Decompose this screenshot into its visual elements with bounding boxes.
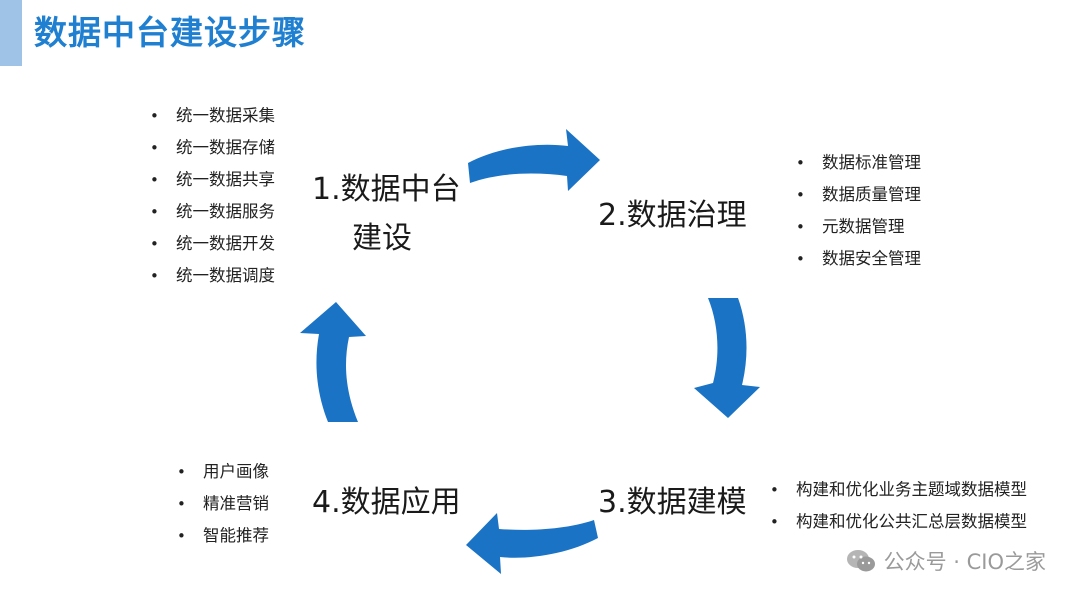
list-item: 数据安全管理 <box>794 243 921 275</box>
page-title: 数据中台建设步骤 <box>34 13 306 52</box>
arrow-step3-to-step4 <box>466 513 598 574</box>
step2-label: 2.数据治理 <box>598 198 747 233</box>
list-item: 元数据管理 <box>794 211 921 243</box>
wechat-icon <box>846 550 875 572</box>
list-item: 统一数据采集 <box>148 100 275 132</box>
list-item: 用户画像 <box>175 456 269 488</box>
step4-bullet-list: 用户画像 精准营销 智能推荐 <box>175 456 269 552</box>
arrow-step1-to-step2 <box>468 129 600 191</box>
list-item: 统一数据存储 <box>148 132 275 164</box>
title-accent-bar <box>0 0 22 66</box>
list-item: 统一数据开发 <box>148 228 275 260</box>
list-item: 构建和优化业务主题域数据模型 <box>768 474 1027 506</box>
step1-bullet-list: 统一数据采集 统一数据存储 统一数据共享 统一数据服务 统一数据开发 统一数据调… <box>148 100 275 292</box>
list-item: 精准营销 <box>175 488 269 520</box>
arrow-step4-to-step1 <box>300 302 366 422</box>
list-item: 数据标准管理 <box>794 147 921 179</box>
step4-label: 4.数据应用 <box>312 485 461 520</box>
step2-bullet-list: 数据标准管理 数据质量管理 元数据管理 数据安全管理 <box>794 147 921 275</box>
list-item: 构建和优化公共汇总层数据模型 <box>768 506 1027 538</box>
step1-label-line2: 建设 <box>352 221 412 256</box>
watermark: 公众号 · CIO之家 <box>846 546 1046 576</box>
list-item: 统一数据调度 <box>148 260 275 292</box>
list-item: 智能推荐 <box>175 520 269 552</box>
step3-label: 3.数据建模 <box>598 485 747 520</box>
list-item: 统一数据服务 <box>148 196 275 228</box>
step3-bullet-list: 构建和优化业务主题域数据模型 构建和优化公共汇总层数据模型 <box>768 474 1027 538</box>
list-item: 数据质量管理 <box>794 179 921 211</box>
watermark-text: 公众号 · CIO之家 <box>883 550 1046 574</box>
arrow-step2-to-step3 <box>694 298 760 418</box>
list-item: 统一数据共享 <box>148 164 275 196</box>
step1-label-line1: 1.数据中台 <box>312 172 461 207</box>
